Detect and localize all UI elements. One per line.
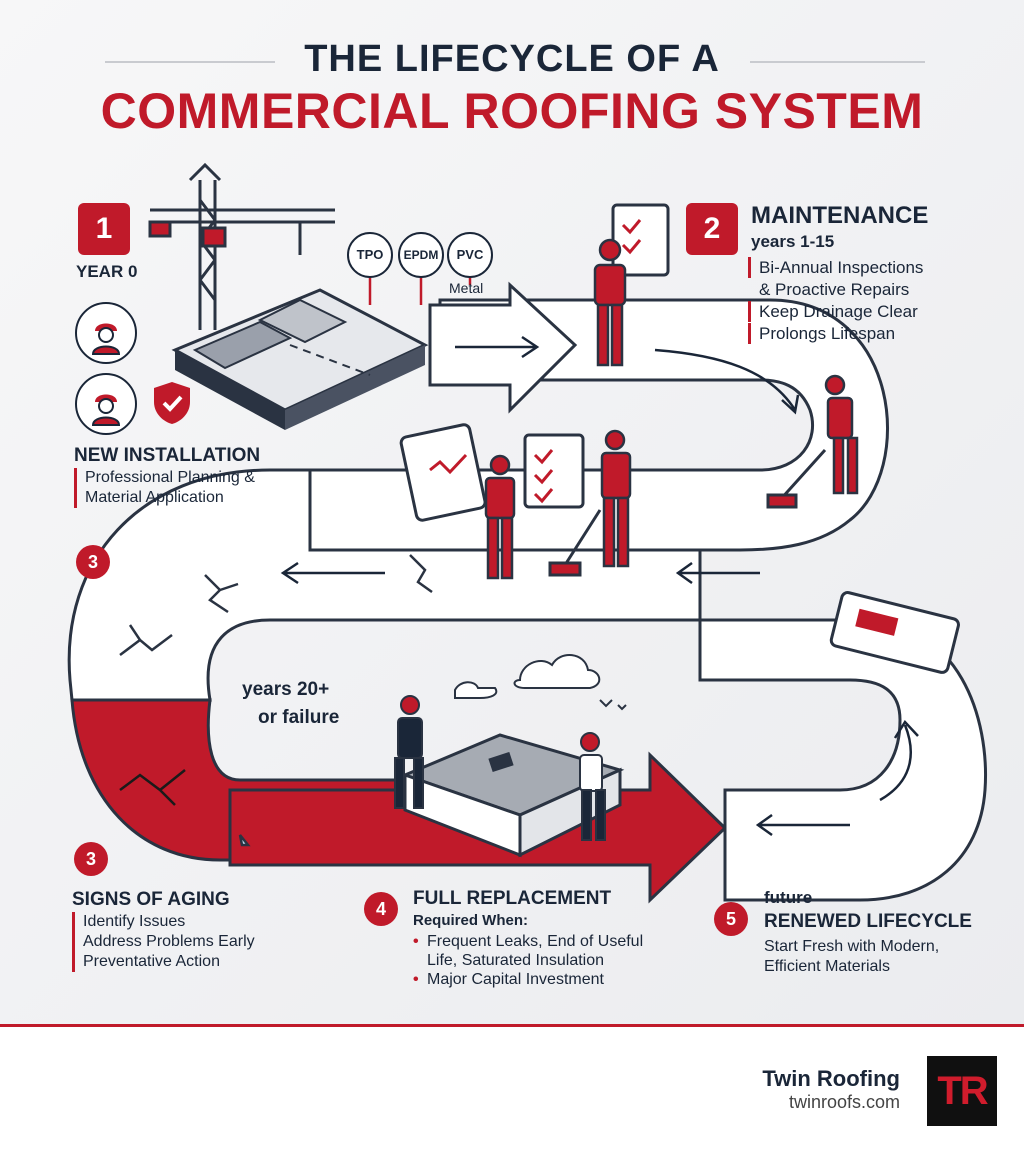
stage5-time: future: [764, 888, 813, 907]
brand-name: Twin Roofing: [762, 1066, 900, 1091]
stage3-item: Identify Issues: [83, 913, 186, 930]
stage3-number-marker: 3: [76, 545, 110, 579]
material-tag-pvc: PVC: [447, 232, 493, 278]
cloud-icon: [454, 654, 601, 699]
crack-icons: [119, 554, 433, 847]
stage4-bullet-line1: Frequent Leaks, End of Useful: [413, 932, 643, 951]
stage2-items: Bi-Annual Inspections & Proactive Repair…: [748, 257, 923, 345]
stage4-number: 4: [364, 892, 398, 926]
stage3-item: Preventative Action: [83, 953, 220, 970]
bird-icons: [599, 699, 627, 711]
stage5-heading: RENEWED LIFECYCLE: [764, 911, 972, 932]
stage1-description-line2: Material Application: [85, 489, 224, 506]
replacement-workers: [394, 695, 606, 841]
stage5-number: 5: [714, 902, 748, 936]
stage3-items: Identify Issues Address Problems Early P…: [72, 912, 255, 972]
stage3-heading: SIGNS OF AGING: [72, 889, 230, 910]
footer: [0, 1024, 1024, 1157]
broom-icon: [548, 448, 827, 577]
stage1-number: 1: [78, 203, 130, 255]
material-tag-epdm: EPDM: [398, 232, 444, 278]
stage2-heading: MAINTENANCE: [751, 202, 929, 229]
direction-arrows: [280, 335, 919, 837]
stage4-bullet-line2: Life, Saturated Insulation: [427, 952, 605, 969]
page-title-line1: THE LIFECYCLE OF A: [304, 38, 720, 80]
stage3-time-line1: years 20+: [242, 679, 330, 700]
stage2-item: Keep Drainage Clear: [748, 301, 923, 322]
stage2-item: & Proactive Repairs: [759, 280, 910, 299]
stage2-time: years 1-15: [751, 232, 835, 251]
renewed-tablet-icon: [829, 591, 960, 674]
brand-logo: TR: [927, 1056, 997, 1126]
stage1-heading: NEW INSTALLATION: [74, 445, 261, 466]
stage3-time-line2: or failure: [258, 707, 340, 728]
stage3-item: Address Problems Early: [83, 933, 255, 950]
stage5-description-line2: Efficient Materials: [764, 958, 890, 975]
stage2-item: Bi-Annual Inspections: [748, 257, 923, 278]
road-right-return: [698, 618, 988, 902]
stage4-heading: FULL REPLACEMENT: [413, 888, 612, 909]
material-tag-metal: Metal: [449, 280, 484, 296]
stage5-description: Start Fresh with Modern, Efficient Mater…: [764, 937, 939, 977]
page-title-line2: COMMERCIAL ROOFING SYSTEM: [100, 83, 924, 139]
worker-figures: [484, 238, 859, 580]
stage4-bullet-2: Major Capital Investment: [413, 970, 643, 989]
stage4-subheading: Required When:: [413, 912, 528, 929]
stage1-time: YEAR 0: [76, 262, 138, 281]
stage4-bullets: Frequent Leaks, End of Useful Life, Satu…: [413, 932, 643, 989]
roof-platform-illustration: [171, 288, 429, 430]
inspection-clipboard-icon: [523, 433, 585, 509]
crane-icon: [148, 162, 335, 330]
brand-url[interactable]: twinroofs.com: [788, 1092, 900, 1112]
stage1-description: Professional Planning & Material Applica…: [74, 468, 255, 508]
shield-check-icon: [152, 380, 192, 431]
worker-icon: [75, 373, 137, 435]
worker-icon: [75, 302, 137, 364]
analytics-tablet-icon: [399, 423, 487, 522]
stage3-number: 3: [74, 842, 108, 876]
stage5-description-line1: Start Fresh with Modern,: [764, 938, 940, 955]
road-middle: [67, 468, 702, 702]
stage2-item: Prolongs Lifespan: [748, 323, 923, 344]
stage2-number: 2: [686, 203, 738, 255]
stage1-description-line1: Professional Planning &: [85, 469, 255, 486]
material-tag-tpo: TPO: [347, 232, 393, 278]
